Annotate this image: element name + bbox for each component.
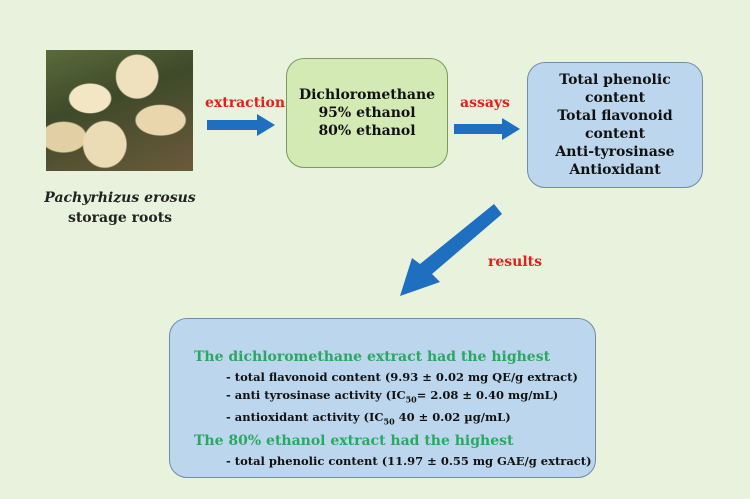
assays-box: Total phenolic content Total flavonoid c… [527, 62, 703, 188]
dichloromethane-heading: The dichloromethane extract had the high… [194, 349, 551, 365]
extraction-label: extraction [205, 95, 285, 111]
arrow-assays [454, 118, 520, 140]
results-box: The dichloromethane extract had the high… [169, 318, 596, 478]
finding-flavonoid: - total flavonoid content (9.93 ± 0.02 m… [226, 370, 578, 384]
assays-label: assays [460, 95, 510, 111]
solvent-item: Dichloromethane [298, 87, 436, 103]
solvent-item: 80% ethanol [318, 123, 416, 139]
assay-item: Total phenolic content [559, 72, 671, 106]
ic50-subscript: 50 [383, 416, 395, 427]
arrow-results [400, 204, 502, 296]
plant-part: storage roots [67, 210, 173, 226]
species-name: Pachyrhizus erosus [44, 190, 196, 206]
solvents-box: Dichloromethane 95% ethanol 80% ethanol [286, 58, 448, 168]
finding-phenolic: - total phenolic content (11.97 ± 0.55 m… [226, 453, 592, 468]
finding-antioxidant-value: 40 ± 0.02 µg/mL) [394, 410, 511, 425]
ic50-subscript: 50 [405, 394, 417, 405]
source-caption: Pachyrhizus erosus storage roots [40, 188, 200, 228]
arrow-extraction [207, 114, 275, 136]
finding-tyrosinase: - anti tyrosinase activity (IC50= 2.08 ±… [194, 386, 558, 408]
solvent-item: 95% ethanol [318, 105, 416, 121]
assay-item: Antioxidant [569, 162, 661, 178]
assay-item: Anti-tyrosinase [555, 144, 675, 160]
finding-tyrosinase-text: - anti tyrosinase activity (IC [226, 388, 406, 402]
finding-tyrosinase-value: = 2.08 ± 0.40 mg/mL) [416, 388, 559, 402]
finding-antioxidant: - antioxidant activity (IC50 40 ± 0.02 µ… [194, 408, 511, 430]
assay-item: Total flavonoid content [557, 108, 673, 142]
ethanol-heading: The 80% ethanol extract had the highest [194, 432, 514, 449]
results-label: results [488, 254, 543, 270]
jicama-roots-photo [46, 50, 193, 171]
finding-antioxidant-text: - antioxidant activity (IC [226, 410, 384, 425]
